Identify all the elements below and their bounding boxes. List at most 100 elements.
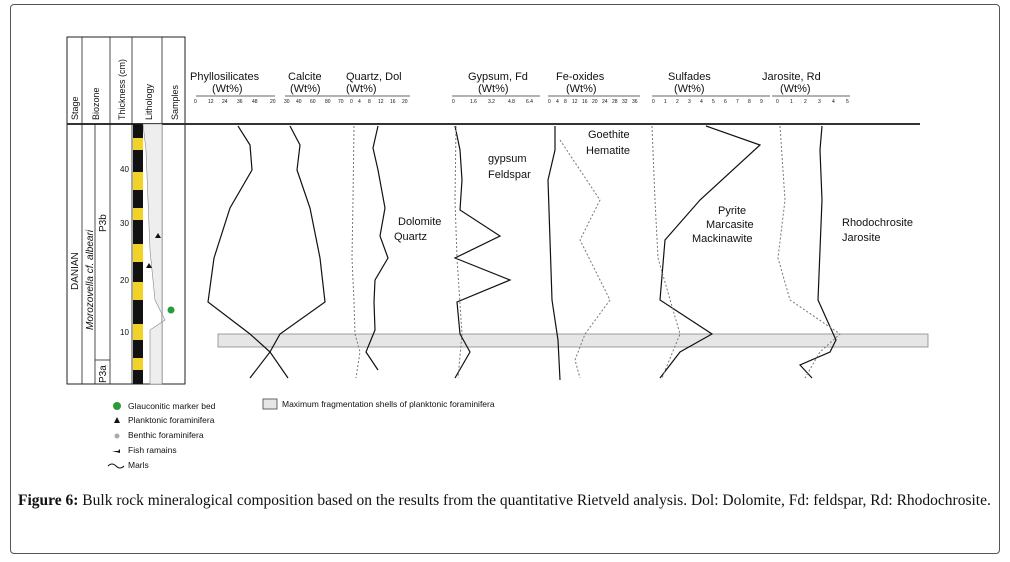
svg-text:40: 40 [296, 99, 302, 105]
panel-unit: (Wt%) [212, 83, 243, 95]
calcite-curve [269, 125, 326, 379]
svg-text:4: 4 [700, 99, 703, 105]
svg-text:16: 16 [390, 99, 396, 105]
figure-caption: Figure 6: Bulk rock mineralogical compos… [18, 490, 993, 511]
fragmentation-legend-icon [262, 398, 278, 410]
caption-text: Bulk rock mineralogical composition base… [78, 492, 991, 509]
svg-text:Goethite: Goethite [588, 129, 630, 141]
svg-text:30: 30 [284, 99, 290, 105]
panel-unit: (Wt%) [478, 83, 509, 95]
svg-text:32: 32 [622, 99, 628, 105]
svg-text:1: 1 [664, 99, 667, 105]
legend-fish: Fish ramains [128, 445, 177, 455]
svg-text:1.6: 1.6 [470, 99, 477, 105]
svg-text:3.2: 3.2 [488, 99, 495, 105]
panel-unit: (Wt%) [780, 83, 811, 95]
svg-text:8: 8 [748, 99, 751, 105]
marls-legend-icon [107, 463, 125, 469]
benthic-legend-icon [114, 433, 120, 439]
svg-text:8: 8 [564, 99, 567, 105]
hematite-curve [547, 126, 561, 381]
svg-text:3: 3 [688, 99, 691, 105]
glauconitic-marker-icon [167, 306, 175, 314]
svg-text:9: 9 [760, 99, 763, 105]
fragmentation-band [217, 333, 929, 348]
quartz-curve [365, 125, 389, 371]
pyrite-curve [651, 125, 681, 379]
panel-unit: (Wt%) [346, 83, 377, 95]
panel-unit: (Wt%) [566, 83, 597, 95]
svg-text:20: 20 [592, 99, 598, 105]
svg-text:0: 0 [776, 99, 779, 105]
svg-text:6.4: 6.4 [526, 99, 533, 105]
legend: Glauconitic marker bed Planktonic forami… [107, 398, 495, 470]
svg-text:0: 0 [548, 99, 551, 105]
goethite-curve [559, 139, 611, 379]
planktonic-icon [146, 263, 152, 268]
header-samples: Samples [170, 84, 180, 120]
series-labels: Dolomite Quartz gypsum Feldspar Goethite… [394, 129, 913, 245]
svg-text:24: 24 [602, 99, 608, 105]
svg-text:4: 4 [832, 99, 835, 105]
svg-text:7: 7 [736, 99, 739, 105]
svg-text:70: 70 [338, 99, 344, 105]
thickness-tick: 20 [120, 276, 129, 285]
feldspar-curve [454, 125, 463, 379]
svg-text:80: 80 [325, 99, 331, 105]
svg-text:48: 48 [252, 99, 258, 105]
subzone-upper-label: P3b [98, 214, 109, 232]
subzone-lower-label: P3a [98, 365, 109, 383]
svg-text:24: 24 [222, 99, 228, 105]
panel-headers: Phyllosilicates (Wt%) Calcite (Wt%) Quar… [190, 71, 821, 95]
header-stage: Stage [70, 96, 80, 120]
biozone-label: Morozovella cf. albeari [85, 229, 96, 330]
svg-text:6: 6 [724, 99, 727, 105]
svg-text:0: 0 [452, 99, 455, 105]
fish-legend-icon [112, 449, 120, 453]
jarosite-curve [798, 125, 837, 379]
gypsum-curve [453, 125, 512, 379]
svg-text:12: 12 [572, 99, 578, 105]
svg-text:5: 5 [846, 99, 849, 105]
svg-text:20: 20 [270, 99, 276, 105]
svg-text:12: 12 [208, 99, 214, 105]
svg-text:Marcasite: Marcasite [706, 219, 754, 231]
svg-text:4.8: 4.8 [508, 99, 515, 105]
svg-text:36: 36 [632, 99, 638, 105]
panel-title: Calcite [288, 71, 322, 83]
svg-text:60: 60 [310, 99, 316, 105]
svg-text:0: 0 [652, 99, 655, 105]
svg-text:2: 2 [804, 99, 807, 105]
svg-text:16: 16 [582, 99, 588, 105]
svg-text:4: 4 [358, 99, 361, 105]
panel-unit: (Wt%) [290, 83, 321, 95]
svg-text:Dolomite: Dolomite [398, 216, 441, 228]
planktonic-legend-icon [114, 417, 120, 423]
svg-text:gypsum: gypsum [488, 153, 527, 165]
svg-text:3: 3 [818, 99, 821, 105]
svg-text:2: 2 [676, 99, 679, 105]
svg-text:Jarosite: Jarosite [842, 232, 881, 244]
thickness-tick: 30 [120, 219, 129, 228]
header-thickness: Thickness (cm) [117, 59, 127, 120]
panel-title: Gypsum, Fd [468, 71, 528, 83]
panel-title: Quartz, Dol [346, 71, 402, 83]
svg-text:Pyrite: Pyrite [718, 205, 746, 217]
legend-marls: Marls [128, 460, 149, 470]
svg-text:5: 5 [712, 99, 715, 105]
svg-text:28: 28 [612, 99, 618, 105]
glauconitic-legend-icon [113, 402, 121, 410]
svg-text:36: 36 [237, 99, 243, 105]
svg-text:Mackinawite: Mackinawite [692, 233, 753, 245]
header-biozone: Biozone [91, 87, 101, 120]
svg-text:Quartz: Quartz [394, 231, 427, 243]
svg-text:Feldspar: Feldspar [488, 169, 531, 181]
panel-unit: (Wt%) [674, 83, 705, 95]
stage-label: DANIAN [70, 252, 81, 290]
dolomite-curve [351, 125, 361, 379]
lithology-bands [133, 123, 166, 385]
strat-column-box [66, 36, 186, 385]
header-lithology: Lithology [144, 83, 154, 120]
svg-text:0: 0 [350, 99, 353, 105]
phyllosilicates-curve [207, 125, 271, 379]
